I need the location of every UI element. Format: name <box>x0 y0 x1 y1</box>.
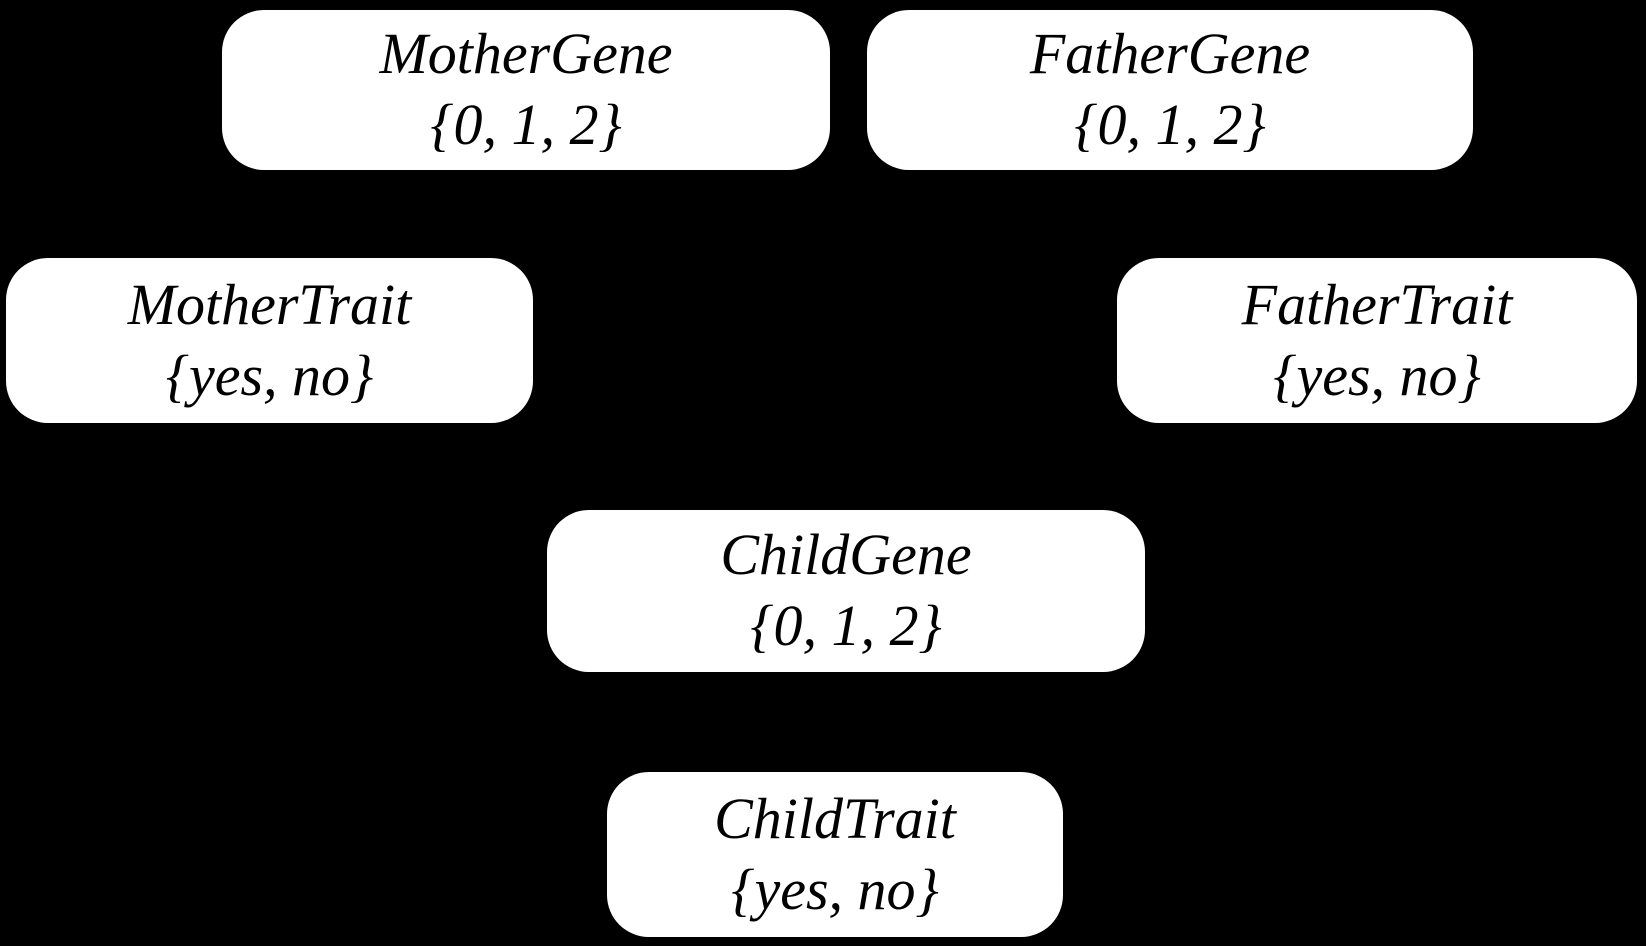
node-mother-trait-domain: {yes, no} <box>165 342 374 408</box>
node-father-trait-label: FatherTrait <box>1241 271 1513 337</box>
node-child-trait-domain: {yes, no} <box>731 856 939 922</box>
node-father-trait-domain: {yes, no} <box>1273 342 1481 408</box>
node-child-trait-label: ChildTrait <box>714 785 956 851</box>
node-child-trait: ChildTrait {yes, no} <box>607 772 1063 937</box>
node-mother-gene: MotherGene {0, 1, 2} <box>222 10 830 170</box>
node-father-gene: FatherGene {0, 1, 2} <box>867 10 1473 170</box>
node-child-gene-label: ChildGene <box>720 522 972 588</box>
node-father-gene-label: FatherGene <box>1029 21 1311 87</box>
node-mother-gene-domain: {0, 1, 2} <box>430 92 622 157</box>
node-father-trait: FatherTrait {yes, no} <box>1117 258 1637 423</box>
node-child-gene-domain: {0, 1, 2} <box>750 593 942 658</box>
node-mother-gene-label: MotherGene <box>379 21 673 87</box>
node-father-gene-domain: {0, 1, 2} <box>1074 92 1266 157</box>
node-mother-trait-label: MotherTrait <box>127 271 412 337</box>
node-mother-trait: MotherTrait {yes, no} <box>6 258 533 423</box>
node-child-gene: ChildGene {0, 1, 2} <box>547 510 1145 672</box>
